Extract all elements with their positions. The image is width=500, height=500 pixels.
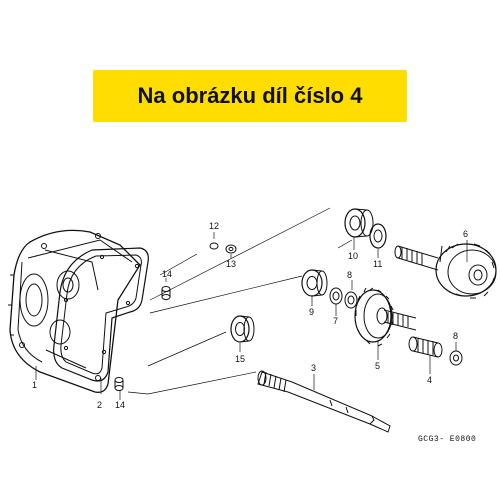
callout-8-upper: 8 xyxy=(347,270,352,280)
callout-1: 1 xyxy=(32,380,37,390)
callout-14-lower: 14 xyxy=(115,400,125,410)
small-washer xyxy=(225,244,237,254)
drive-shaft xyxy=(257,370,391,433)
bearing-10 xyxy=(344,208,374,238)
callout-2: 2 xyxy=(97,400,102,410)
final-shaft xyxy=(394,243,497,299)
banner-text: Na obrázku díl číslo 4 xyxy=(137,83,363,108)
callout-15: 15 xyxy=(235,354,245,364)
circlip xyxy=(209,242,219,250)
diagram-code: GCG3- E0800 xyxy=(418,435,476,444)
callout-10: 10 xyxy=(348,251,358,261)
callout-14-upper: 14 xyxy=(162,269,172,279)
gasket xyxy=(53,247,149,382)
callout-7: 7 xyxy=(333,316,338,326)
washer-8-upper xyxy=(344,291,358,309)
callout-11: 11 xyxy=(373,259,382,269)
bearing-9 xyxy=(301,269,328,297)
callout-4: 4 xyxy=(427,375,432,385)
dowel-pin-lower xyxy=(114,377,124,391)
washer-8-lower xyxy=(449,350,463,366)
bearing-15 xyxy=(230,315,255,343)
guide-lines xyxy=(35,207,468,400)
oil-seal-11 xyxy=(369,223,387,249)
callout-5: 5 xyxy=(375,361,380,371)
callout-3: 3 xyxy=(311,363,316,373)
part-number-banner: Na obrázku díl číslo 4 xyxy=(93,70,407,122)
callout-8-lower: 8 xyxy=(453,331,458,341)
callout-13: 13 xyxy=(226,259,236,269)
countershaft-gear xyxy=(354,287,417,347)
callout-12: 12 xyxy=(209,221,219,231)
callout-9: 9 xyxy=(309,307,314,317)
transmission-cover xyxy=(8,229,141,393)
thrust-washer-7 xyxy=(329,287,343,305)
countershaft-4 xyxy=(408,336,443,358)
callout-6: 6 xyxy=(463,229,468,239)
